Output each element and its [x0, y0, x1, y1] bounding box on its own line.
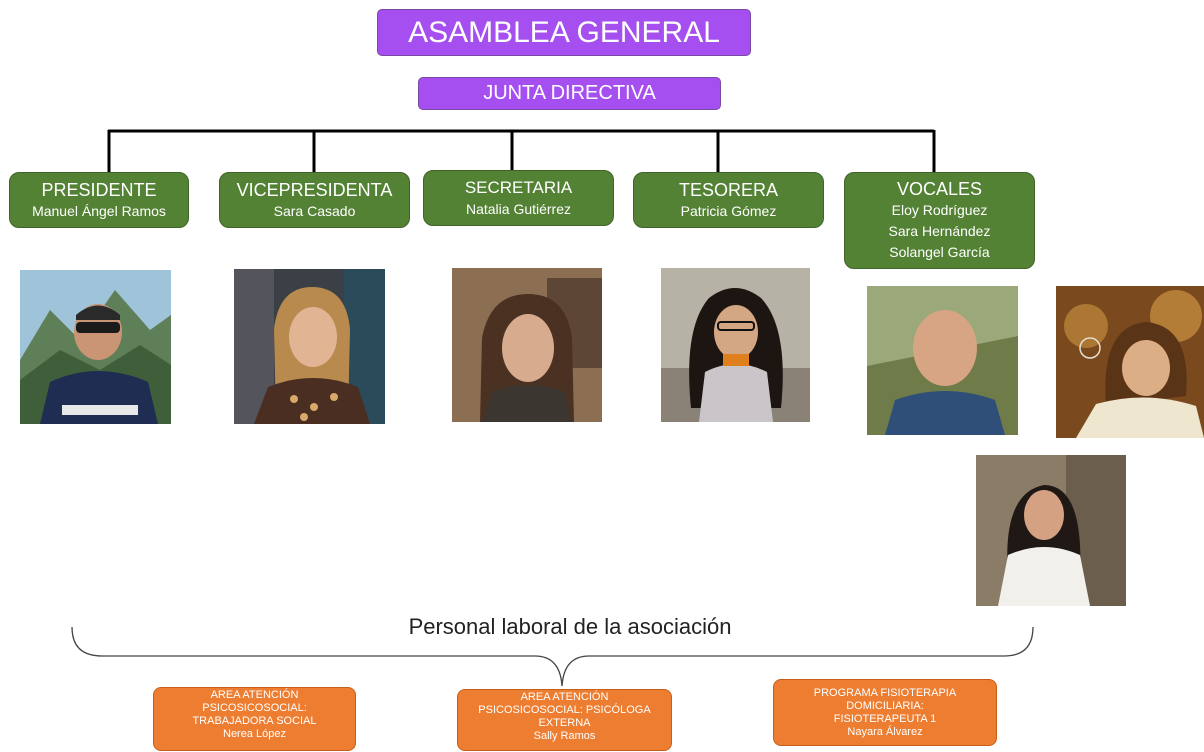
junta-directiva-box: JUNTA DIRECTIVA — [418, 77, 721, 110]
staff-line: PSICOSICOSOCIAL: PSICÓLOGA — [478, 704, 651, 716]
portrait-photo-vicepresidenta — [234, 269, 385, 424]
staff-heading: Personal laboral de la asociación — [408, 614, 732, 639]
asamblea-general-box: ASAMBLEA GENERAL — [377, 9, 751, 56]
asamblea-general-title: ASAMBLEA GENERAL — [408, 15, 720, 49]
portrait-photo-presidente — [20, 270, 171, 424]
board-role: SECRETARIA — [464, 177, 573, 197]
board-member-name: Solangel García — [889, 244, 990, 260]
board-member-name: Sara Casado — [273, 202, 356, 219]
staff-line: DOMICILIARIA: — [846, 699, 924, 712]
board-member-name: Eloy Rodríguez — [891, 202, 988, 218]
staff-box-trabajadora-social: AREA ATENCIÓN PSICOSICOSOCIAL: TRABAJADO… — [153, 687, 356, 751]
board-box-vicepresidenta: VICEPRESIDENTA Sara Casado — [219, 172, 410, 228]
board-role: PRESIDENTE — [41, 179, 157, 200]
board-role: VOCALES — [896, 179, 983, 199]
portrait-photo-secretaria — [452, 268, 602, 422]
staff-box-psicologa: AREA ATENCIÓN PSICOSICOSOCIAL: PSICÓLOGA… — [457, 689, 672, 751]
board-box-presidente: PRESIDENTE Manuel Ángel Ramos — [9, 172, 189, 228]
staff-box-fisioterapeuta: PROGRAMA FISIOTERAPIA DOMICILIARIA: FISI… — [773, 679, 997, 746]
junta-directiva-title: JUNTA DIRECTIVA — [483, 82, 656, 104]
staff-line: EXTERNA — [538, 717, 591, 729]
board-role: TESORERA — [678, 179, 779, 200]
portrait-photo-tesorera — [661, 268, 810, 422]
portrait-photo-vocal-3 — [976, 455, 1126, 606]
staff-line: TRABAJADORA SOCIAL — [192, 715, 317, 727]
board-member-name: Manuel Ángel Ramos — [32, 202, 166, 219]
staff-line: PSICOSICOSOCIAL: — [202, 702, 307, 714]
board-member-name: Patricia Gómez — [680, 202, 777, 219]
board-role: VICEPRESIDENTA — [236, 179, 393, 200]
board-box-vocales: VOCALES Eloy Rodríguez Sara Hernández So… — [844, 172, 1035, 269]
board-member-name: Natalia Gutiérrez — [465, 200, 572, 217]
portrait-photo-vocal-1 — [867, 286, 1018, 435]
staff-name: Nayara Álvarez — [847, 725, 923, 738]
staff-name: Sally Ramos — [533, 730, 596, 742]
staff-line: AREA ATENCIÓN — [210, 689, 299, 701]
board-member-name: Sara Hernández — [888, 223, 991, 239]
staff-brace — [71, 626, 1034, 687]
staff-name: Nerea López — [223, 728, 286, 740]
staff-line: AREA ATENCIÓN — [520, 691, 609, 703]
board-box-secretaria: SECRETARIA Natalia Gutiérrez — [423, 170, 614, 226]
staff-line: FISIOTERAPEUTA 1 — [833, 712, 937, 725]
staff-line: PROGRAMA FISIOTERAPIA — [813, 686, 957, 699]
board-box-tesorera: TESORERA Patricia Gómez — [633, 172, 824, 228]
portrait-photo-vocal-2 — [1056, 286, 1204, 438]
